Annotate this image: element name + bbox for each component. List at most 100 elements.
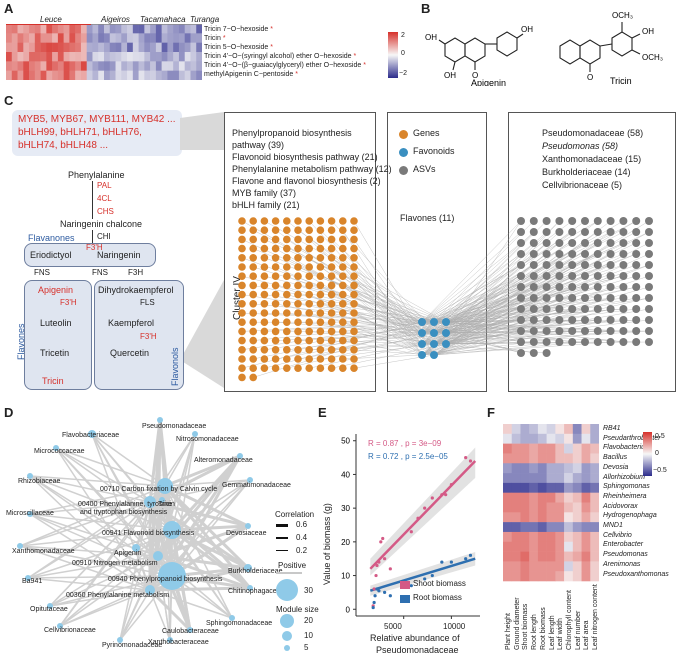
col-label: Root biomass bbox=[539, 607, 547, 650]
heat-cell bbox=[46, 52, 53, 62]
heat-cell bbox=[6, 70, 13, 80]
heat-cell bbox=[23, 33, 30, 43]
heat-cell bbox=[503, 463, 513, 474]
asv-node bbox=[555, 294, 564, 302]
edge bbox=[445, 286, 637, 334]
heat-cell bbox=[537, 492, 547, 503]
heat-cell bbox=[196, 52, 202, 62]
heat-cell bbox=[6, 33, 13, 43]
heat-cell bbox=[17, 33, 24, 43]
stat-root: R = 0.72 , p = 2.5e−05 bbox=[368, 452, 448, 461]
heat-cell bbox=[546, 482, 556, 493]
heat-cell bbox=[572, 541, 582, 552]
heat-cell bbox=[92, 24, 99, 34]
heat-cell bbox=[590, 512, 599, 523]
edge bbox=[309, 331, 423, 345]
heat-cell bbox=[520, 541, 530, 552]
heat-cell bbox=[40, 24, 47, 34]
y-tick-label: 20 bbox=[341, 538, 350, 547]
heat-cell bbox=[572, 561, 582, 572]
gene-node bbox=[294, 244, 302, 253]
heat-cell bbox=[40, 42, 47, 53]
col-label: Leaf width bbox=[557, 618, 565, 650]
asv-node bbox=[529, 261, 538, 269]
module-node bbox=[47, 603, 53, 609]
module-size-circle bbox=[284, 645, 290, 651]
heat-cell bbox=[63, 70, 70, 80]
edge bbox=[421, 231, 522, 323]
asv-node bbox=[606, 261, 615, 269]
asv-node bbox=[581, 228, 589, 236]
module-node bbox=[144, 496, 156, 508]
heat-cell bbox=[196, 33, 202, 43]
edge bbox=[19, 545, 173, 577]
heat-cell bbox=[511, 463, 521, 474]
asv-node bbox=[645, 217, 653, 225]
panel-label-b: B bbox=[421, 1, 431, 16]
root-point bbox=[468, 553, 473, 557]
heat-cell bbox=[529, 473, 539, 484]
heat-cell bbox=[17, 52, 24, 62]
heat-cell bbox=[138, 70, 145, 80]
edge bbox=[264, 294, 447, 323]
asv-node bbox=[542, 305, 551, 313]
asv-node bbox=[555, 338, 564, 346]
asv-node bbox=[581, 261, 589, 269]
heat-cell bbox=[564, 453, 574, 464]
gene-node bbox=[305, 272, 314, 281]
asv-node bbox=[632, 261, 641, 269]
heat-cell bbox=[520, 531, 530, 543]
gene-node bbox=[305, 346, 314, 354]
module-node bbox=[17, 543, 23, 549]
heat-cell bbox=[11, 70, 18, 80]
gene-node bbox=[249, 346, 257, 354]
heat-cell bbox=[555, 473, 565, 484]
gene-node bbox=[238, 355, 246, 363]
root-point bbox=[440, 560, 444, 564]
gene-node bbox=[249, 309, 257, 317]
gene-node bbox=[249, 373, 257, 382]
edge bbox=[49, 555, 159, 607]
edge bbox=[421, 231, 534, 334]
flavones-box bbox=[24, 280, 92, 390]
gene-node bbox=[271, 235, 280, 244]
gene-category: MYB family (37) bbox=[232, 188, 297, 198]
heat-cell bbox=[144, 42, 151, 53]
heat-cell bbox=[196, 24, 202, 34]
edge bbox=[27, 501, 151, 579]
edge bbox=[27, 577, 151, 591]
gene-node bbox=[283, 226, 291, 234]
asv-node bbox=[593, 316, 602, 324]
gene-node bbox=[327, 244, 336, 253]
heat-cell bbox=[190, 33, 197, 43]
enzyme-4cl: 4CL bbox=[97, 194, 112, 203]
edge bbox=[433, 264, 611, 323]
asv-node bbox=[606, 283, 615, 291]
edge bbox=[241, 312, 423, 323]
edge bbox=[19, 501, 151, 547]
root-point bbox=[388, 594, 392, 598]
asv-node bbox=[581, 316, 589, 324]
heat-cell bbox=[109, 52, 116, 62]
root-point bbox=[377, 589, 381, 593]
asv-node bbox=[632, 239, 641, 247]
heat-cell bbox=[144, 24, 151, 34]
heat-cell bbox=[503, 551, 513, 562]
heat-cell bbox=[115, 61, 122, 71]
gene-node bbox=[350, 235, 358, 244]
heat-cell bbox=[590, 571, 599, 582]
gene-node bbox=[305, 300, 314, 308]
gene-node bbox=[350, 290, 358, 299]
heat-cell bbox=[537, 443, 547, 454]
node-label: Xanthobacteraceae bbox=[148, 639, 209, 646]
gene-node bbox=[249, 217, 257, 225]
asv-node bbox=[619, 272, 628, 280]
gene-node bbox=[339, 263, 347, 271]
asv-node bbox=[542, 283, 551, 291]
heat-cell bbox=[161, 33, 168, 43]
asv-node bbox=[645, 294, 653, 302]
heat-cell bbox=[184, 24, 191, 34]
gene-node bbox=[283, 309, 291, 317]
gene-node bbox=[339, 336, 347, 345]
gene-node bbox=[316, 327, 325, 336]
